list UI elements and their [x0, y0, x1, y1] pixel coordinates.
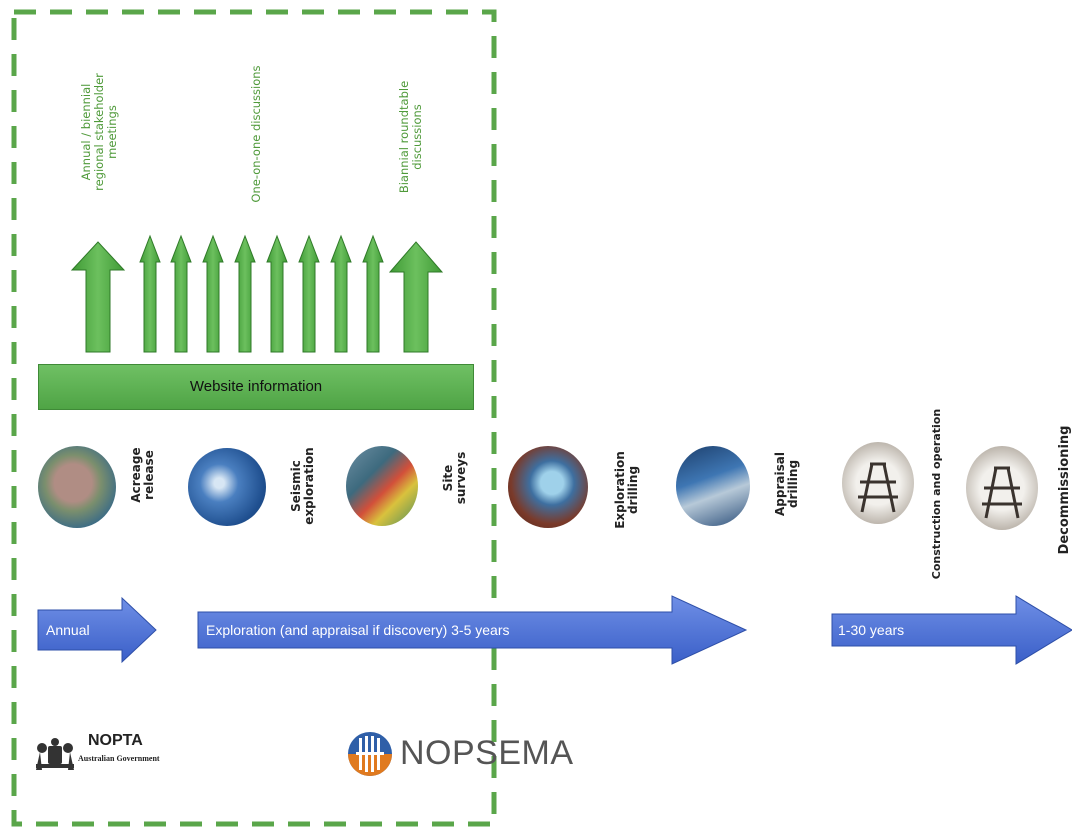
- engagement-label-one-on-one: One-on-one discussions: [249, 65, 263, 203]
- timeline-production-label: 1-30 years: [838, 622, 905, 638]
- timeline-exploration-label: Exploration (and appraisal if discovery)…: [206, 622, 510, 638]
- nopta-logo: NOPTA Australian Government: [32, 730, 172, 780]
- engagement-arrows: [70, 234, 444, 353]
- platform-icon: [842, 442, 914, 524]
- website-information-bar: Website information: [38, 364, 474, 410]
- nopsema-name: NOPSEMA: [400, 734, 574, 772]
- drilling-rig-icon: [676, 446, 750, 526]
- platform-icon: [966, 446, 1038, 530]
- arrow-up-icon: [362, 234, 384, 353]
- big-arrow-up-icon: [388, 241, 444, 353]
- exploration-arrow: [197, 595, 748, 665]
- seafloor-survey-icon: [346, 446, 418, 526]
- consultation-scope-frame: [11, 9, 497, 827]
- stage-label-decommissioning: Decommissioning: [1057, 425, 1072, 555]
- arrow-up-icon: [298, 234, 320, 353]
- arrow-up-icon: [234, 234, 256, 353]
- arrow-up-icon: [139, 234, 161, 353]
- nopta-subtitle: Australian Government: [78, 754, 160, 763]
- annual-arrow: [37, 596, 157, 664]
- nopsema-logo: NOPSEMA: [346, 730, 606, 784]
- coat-of-arms-icon: [36, 738, 74, 770]
- seismic-survey-icon: [188, 448, 266, 526]
- production-arrow: [831, 595, 1072, 665]
- stage-label-construction-operation: Construction and operation: [930, 408, 943, 580]
- drill-pipe-icon: [508, 446, 588, 528]
- engagement-label-regional-meetings: Annual / biennial regional stakeholder m…: [79, 73, 119, 191]
- timeline-arrows: [37, 595, 1072, 665]
- australia-map-icon: [38, 446, 116, 528]
- arrow-up-icon: [330, 234, 352, 353]
- timeline-annual-label: Annual: [46, 622, 90, 638]
- nopta-name: NOPTA: [88, 732, 143, 749]
- nopsema-emblem-icon: [348, 732, 392, 776]
- arrow-up-icon: [202, 234, 224, 353]
- arrow-up-icon: [170, 234, 192, 353]
- arrow-up-icon: [266, 234, 288, 353]
- big-arrow-up-icon: [70, 241, 126, 353]
- engagement-label-roundtable: Biannial roundtable discussions: [397, 80, 424, 194]
